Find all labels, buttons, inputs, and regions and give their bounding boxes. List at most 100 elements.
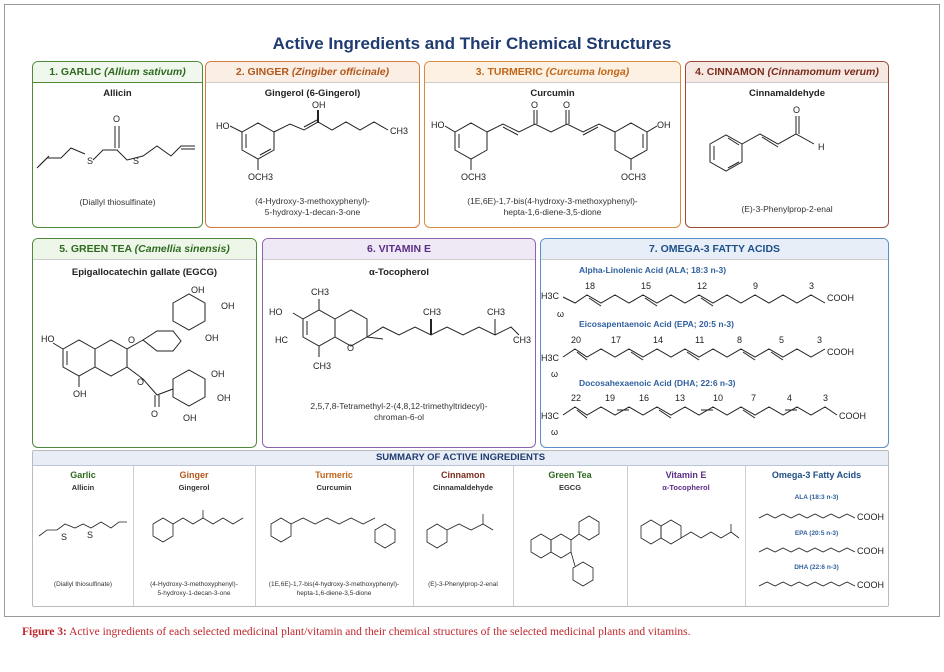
cinnamaldehyde-structure: O H — [709, 105, 825, 172]
svg-text:18: 18 — [585, 281, 595, 291]
svg-text:OCH3: OCH3 — [461, 172, 486, 182]
svg-text:OH: OH — [183, 413, 197, 423]
svg-text:O: O — [113, 114, 120, 124]
svg-text:S: S — [133, 156, 139, 166]
svg-text:19: 19 — [605, 393, 615, 403]
svg-text:HC: HC — [275, 335, 288, 345]
summary-name: Turmeric — [315, 470, 353, 480]
card-vitamin-e: 6. VITAMIN E α-Tocopherol CH3 HO HC CH3 … — [262, 238, 536, 448]
svg-text:20: 20 — [571, 335, 581, 345]
svg-text:4: 4 — [787, 393, 792, 403]
summary-name: Ginger — [179, 470, 209, 480]
card-ginger: 2. GINGER (Zingiber officinale) Gingerol… — [205, 61, 420, 228]
summary-gingerol-structure — [152, 510, 244, 543]
summary-compound: Allicin — [71, 483, 95, 492]
svg-text:S: S — [87, 156, 93, 166]
svg-text:OCH3: OCH3 — [248, 172, 273, 182]
svg-text:3: 3 — [809, 281, 814, 291]
svg-text:S: S — [87, 530, 93, 540]
svg-text:OH: OH — [312, 100, 326, 110]
svg-text:O: O — [137, 377, 144, 387]
svg-text:9: 9 — [753, 281, 758, 291]
allicin-structure: S S O — [36, 114, 195, 169]
card-ginger-header: 2. GINGER (Zingiber officinale) — [206, 62, 419, 83]
summary-col-omega-3: Omega-3 Fatty Acids ALA (18:3 n-3) EPA (… — [745, 466, 888, 606]
card-cinnamon-header: 4. CINNAMON (Cinnamomum verum) — [686, 62, 888, 83]
card-omega-3: 7. OMEGA-3 FATTY ACIDS Alpha-Linolenic A… — [540, 238, 889, 448]
curcumin-structure: HO O O OH OCH3 OCH3 — [431, 100, 671, 182]
svg-text:OH: OH — [205, 333, 219, 343]
svg-text:O: O — [128, 335, 135, 345]
summary-iupac-1: (1E,6E)-1,7-bis(4-hydroxy-3-methoxypheny… — [268, 581, 400, 588]
svg-text:OH: OH — [73, 389, 87, 399]
svg-text:22: 22 — [571, 393, 581, 403]
svg-text:O: O — [151, 409, 158, 419]
ginger-iupac-1: (4-Hydroxy-3-methoxyphenyl)- — [255, 196, 370, 206]
summary-cinnamaldehyde-structure — [426, 514, 494, 549]
cinnamon-iupac: (E)-3-Phenylprop-2-enal — [741, 204, 833, 214]
svg-text:3: 3 — [817, 335, 822, 345]
svg-text:15: 15 — [641, 281, 651, 291]
summary-col-garlic: Garlic Allicin S S (Diallyl thiosulfinat… — [33, 466, 134, 606]
svg-text:17: 17 — [611, 335, 621, 345]
svg-text:ω: ω — [551, 427, 558, 437]
summary-dha: DHA (22:6 n-3) — [794, 564, 839, 571]
svg-text:OCH3: OCH3 — [621, 172, 646, 182]
summary-compound: EGCG — [558, 483, 582, 492]
svg-text:OH: OH — [191, 285, 205, 295]
card-green-tea: 5. GREEN TEA (Camellia sinensis) Epigall… — [32, 238, 257, 448]
svg-text:COOH: COOH — [857, 546, 884, 556]
card-cinnamon: 4. CINNAMON (Cinnamomum verum) Cinnamald… — [685, 61, 889, 228]
svg-text:OH: OH — [221, 301, 235, 311]
svg-text:5: 5 — [779, 335, 784, 345]
summary-col-ginger: Ginger Gingerol (4-Hydroxy-3-methoxyphen… — [133, 466, 256, 606]
dha-label: Docosahexaenoic Acid (DHA; 22:6 n-3) — [579, 378, 736, 388]
turmeric-compound: Curcumin — [530, 88, 575, 99]
garlic-compound: Allicin — [103, 88, 132, 99]
summary-curcumin-structure — [270, 517, 396, 549]
summary-compound: Curcumin — [316, 483, 352, 492]
svg-text:H: H — [818, 142, 825, 152]
garlic-iupac: (Diallyl thiosulfinate) — [79, 197, 156, 207]
svg-text:O: O — [531, 100, 538, 110]
card-turmeric: 3. TURMERIC (Curcuma longa) Curcumin HO … — [424, 61, 681, 228]
epa-label: Eicosapentaenoic Acid (EPA; 20:5 n-3) — [579, 319, 734, 329]
summary-egcg-structure — [530, 515, 600, 587]
tocopherol-structure: CH3 HO HC CH3 O CH3 CH3 CH3 — [269, 287, 531, 371]
figure-title: Active Ingredients and Their Chemical St… — [272, 34, 672, 53]
card-garlic: 1. GARLIC (Allium sativum) Allicin S S O… — [32, 61, 203, 228]
svg-text:HO: HO — [431, 120, 445, 130]
ala-label: Alpha-Linolenic Acid (ALA; 18:3 n-3) — [579, 265, 727, 275]
summary-compound: Cinnamaldehyde — [432, 483, 493, 492]
svg-text:CH3: CH3 — [487, 307, 505, 317]
summary-iupac-2: hepta-1,6-diene-3,5-dione — [296, 590, 372, 597]
svg-text:COOH: COOH — [839, 411, 866, 421]
card-vitamine-header: 6. VITAMIN E — [263, 239, 535, 260]
turmeric-iupac-2: hepta-1,6-diene-3,5-dione — [503, 207, 602, 217]
svg-text:CH3: CH3 — [513, 335, 531, 345]
vitamine-iupac-1: 2,5,7,8-Tetramethyl-2-(4,8,12-trimethylt… — [310, 401, 488, 411]
svg-text:O: O — [793, 105, 800, 115]
summary-col-turmeric: Turmeric Curcumin (1E,6E)-1,7-bis(4-hydr… — [255, 466, 414, 606]
card-greentea-header: 5. GREEN TEA (Camellia sinensis) — [33, 239, 256, 260]
card-omega-header: 7. OMEGA-3 FATTY ACIDS — [541, 239, 888, 260]
svg-text:3: 3 — [823, 393, 828, 403]
summary-name: Garlic — [70, 470, 96, 480]
svg-text:OH: OH — [217, 393, 231, 403]
card-garlic-header: 1. GARLIC (Allium sativum) — [33, 62, 202, 83]
turmeric-iupac-1: (1E,6E)-1,7-bis(4-hydroxy-3-methoxypheny… — [467, 196, 638, 206]
figure-caption: Figure 3: Active ingredients of each sel… — [22, 626, 691, 638]
summary-name: Vitamin E — [665, 470, 707, 480]
svg-text:COOH: COOH — [827, 293, 854, 303]
summary-col-green-tea: Green Tea EGCG — [513, 466, 628, 606]
svg-text:CH3: CH3 — [423, 307, 441, 317]
svg-text:11: 11 — [695, 335, 704, 345]
egcg-structure: HO OH O O O OH OH OH OH OH OH — [41, 285, 235, 423]
svg-text:OH: OH — [657, 120, 671, 130]
summary-compound: Gingerol — [178, 483, 210, 492]
svg-text:O: O — [347, 343, 354, 353]
summary-compound: α-Tocopherol — [662, 483, 710, 492]
summary-omega-structures: COOH COOH COOH — [758, 512, 884, 590]
svg-text:CH3: CH3 — [390, 126, 408, 136]
summary-iupac: (E)-3-Phenylprop-2-enal — [428, 581, 498, 588]
